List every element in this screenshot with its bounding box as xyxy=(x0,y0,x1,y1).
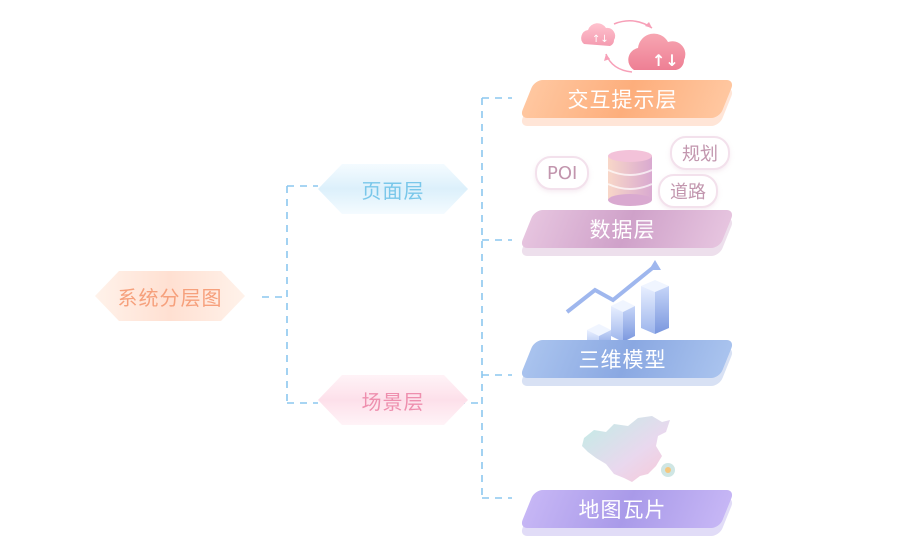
svg-text:↑↓: ↑↓ xyxy=(592,34,609,45)
road-tag: 道路 xyxy=(658,174,718,208)
svg-text:↑↓: ↑↓ xyxy=(652,51,679,70)
page-layer-label: 页面层 xyxy=(361,178,425,203)
scene-layer-node: 场景层 xyxy=(318,375,468,425)
poi-tag: POI xyxy=(535,156,590,190)
database-icon xyxy=(607,150,653,206)
3d-model-layer-label: 三维模型 xyxy=(578,348,667,372)
scene-layer-label: 场景层 xyxy=(361,389,425,414)
cloud-sync-icon: ↑↓ ↑↓ xyxy=(581,20,686,73)
interaction-layer-label: 交互提示层 xyxy=(567,88,678,112)
root-label: 系统分层图 xyxy=(117,285,223,310)
data-layer-plate: 数据层 xyxy=(515,210,735,258)
planning-tag: 规划 xyxy=(670,136,730,170)
interaction-layer-plate: 交互提示层 xyxy=(515,80,735,128)
data-layer-label: 数据层 xyxy=(589,218,656,242)
map-tile-layer-label: 地图瓦片 xyxy=(578,498,667,522)
china-map-icon xyxy=(582,416,675,482)
root-node: 系统分层图 xyxy=(95,271,245,321)
3d-model-layer-plate: 三维模型 xyxy=(515,340,735,388)
page-layer-node: 页面层 xyxy=(318,164,468,214)
map-tile-layer-plate: 地图瓦片 xyxy=(515,490,735,538)
